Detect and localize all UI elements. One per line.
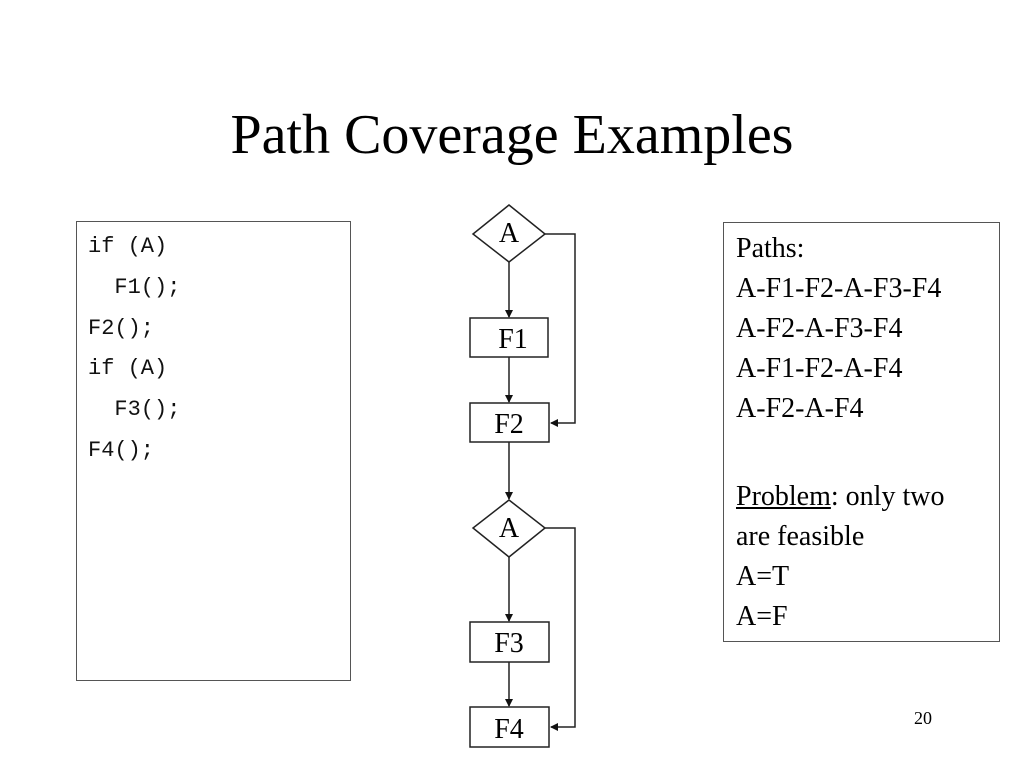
code-line: F3(); xyxy=(88,397,181,422)
case-item: A=F xyxy=(736,601,788,632)
box-label-f1: F1 xyxy=(498,324,528,355)
code-line: F4(); xyxy=(88,438,155,463)
edge-a2-f4-bypass xyxy=(545,527,576,731)
problem-text-2: are feasible xyxy=(736,521,865,552)
box-label-f3: F3 xyxy=(494,628,524,659)
slide-title: Path Coverage Examples xyxy=(230,104,794,166)
code-line: F1(); xyxy=(88,275,181,300)
edge-a1-f2-bypass xyxy=(545,233,576,427)
problem-text: : only two xyxy=(830,481,945,512)
code-box: if (A) F1(); F2(); if (A) F3(); F4(); xyxy=(76,221,351,681)
path-item: A-F1-F2-A-F3-F4 xyxy=(736,273,942,304)
code-line: F2(); xyxy=(88,316,155,341)
case-item: A=T xyxy=(736,561,790,592)
path-item: A-F1-F2-A-F4 xyxy=(736,353,903,384)
paths-heading: Paths: xyxy=(736,233,805,264)
problem-label: Problem xyxy=(736,481,831,512)
process-box-f3 xyxy=(469,621,550,663)
path-item: A-F2-A-F4 xyxy=(736,393,864,424)
code-line: if (A) xyxy=(88,234,168,259)
problem-line: Problem: only two xyxy=(736,481,944,513)
box-label-f4: F4 xyxy=(494,714,524,745)
decision-label-2: A xyxy=(499,513,520,544)
process-box-f2 xyxy=(469,402,550,443)
paths-box: Paths: A-F1-F2-A-F3-F4 A-F2-A-F3-F4 A-F1… xyxy=(723,222,1000,642)
slide-number: 20 xyxy=(914,708,932,728)
box-label-f2: F2 xyxy=(494,409,524,440)
path-item: A-F2-A-F3-F4 xyxy=(736,313,903,344)
decision-label-1: A xyxy=(499,218,520,249)
code-line: if (A) xyxy=(88,356,168,381)
process-box-f4 xyxy=(469,706,550,748)
